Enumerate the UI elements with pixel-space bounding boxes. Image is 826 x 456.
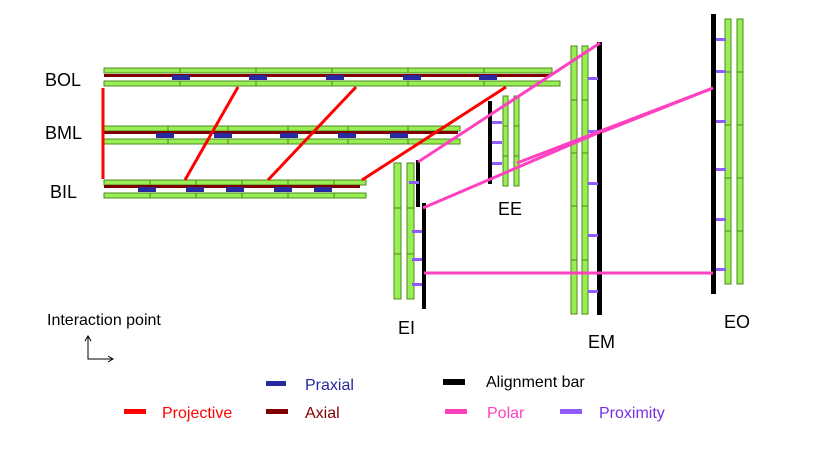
legend-label-praxial: Praxial <box>305 377 354 394</box>
label-bil: BIL <box>50 182 77 202</box>
praxial-markers-bil <box>138 187 332 192</box>
projective-lines <box>101 85 507 182</box>
legend: Praxial Alignment bar Projective Axial P… <box>124 374 665 422</box>
label-ei: EI <box>398 318 415 338</box>
chamber-em: EM <box>570 42 615 352</box>
proximity-markers-eo <box>716 38 726 271</box>
interaction-point-label: Interaction point <box>47 312 161 329</box>
proximity-markers-ei <box>409 181 422 286</box>
proximity-markers-em <box>588 77 598 293</box>
legend-label-proximity: Proximity <box>599 405 665 422</box>
chamber-bil <box>103 179 367 199</box>
chamber-bml <box>103 125 461 145</box>
legend-item-projective: Projective <box>124 405 232 422</box>
label-bml: BML <box>45 123 82 143</box>
axial-line-bml <box>104 131 458 134</box>
axes-icon <box>84 335 114 363</box>
praxial-markers-bol <box>172 75 497 80</box>
label-em: EM <box>588 332 615 352</box>
legend-label-axial: Axial <box>305 405 340 422</box>
axial-line-bil <box>104 185 360 188</box>
praxial-markers-bml <box>156 133 408 138</box>
alignment-bar-ee <box>488 101 492 184</box>
label-bol: BOL <box>45 70 81 90</box>
polar-lines <box>417 41 714 275</box>
legend-item-alignment-bar: Alignment bar <box>443 374 585 391</box>
chamber-bol <box>103 67 561 87</box>
chamber-ei: EI <box>393 160 426 338</box>
barrel-chambers: BOL BML BIL <box>45 67 561 202</box>
legend-item-praxial: Praxial <box>266 377 354 394</box>
alignment-bar-ei-lower <box>422 203 426 309</box>
legend-label-projective: Projective <box>162 405 232 422</box>
chamber-ee: EE <box>488 95 522 219</box>
alignment-bar-eo <box>711 14 716 294</box>
legend-item-polar: Polar <box>445 405 525 422</box>
alignment-bar-em <box>597 42 602 315</box>
legend-label-polar: Polar <box>487 405 525 422</box>
legend-item-axial: Axial <box>266 405 340 422</box>
label-ee: EE <box>498 199 522 219</box>
chamber-eo: EO <box>711 14 750 332</box>
label-eo: EO <box>724 312 750 332</box>
legend-label-alignment-bar: Alignment bar <box>486 374 585 391</box>
proximity-markers-ee <box>492 121 502 165</box>
legend-item-proximity: Proximity <box>560 405 665 422</box>
interaction-point: Interaction point <box>47 312 161 363</box>
